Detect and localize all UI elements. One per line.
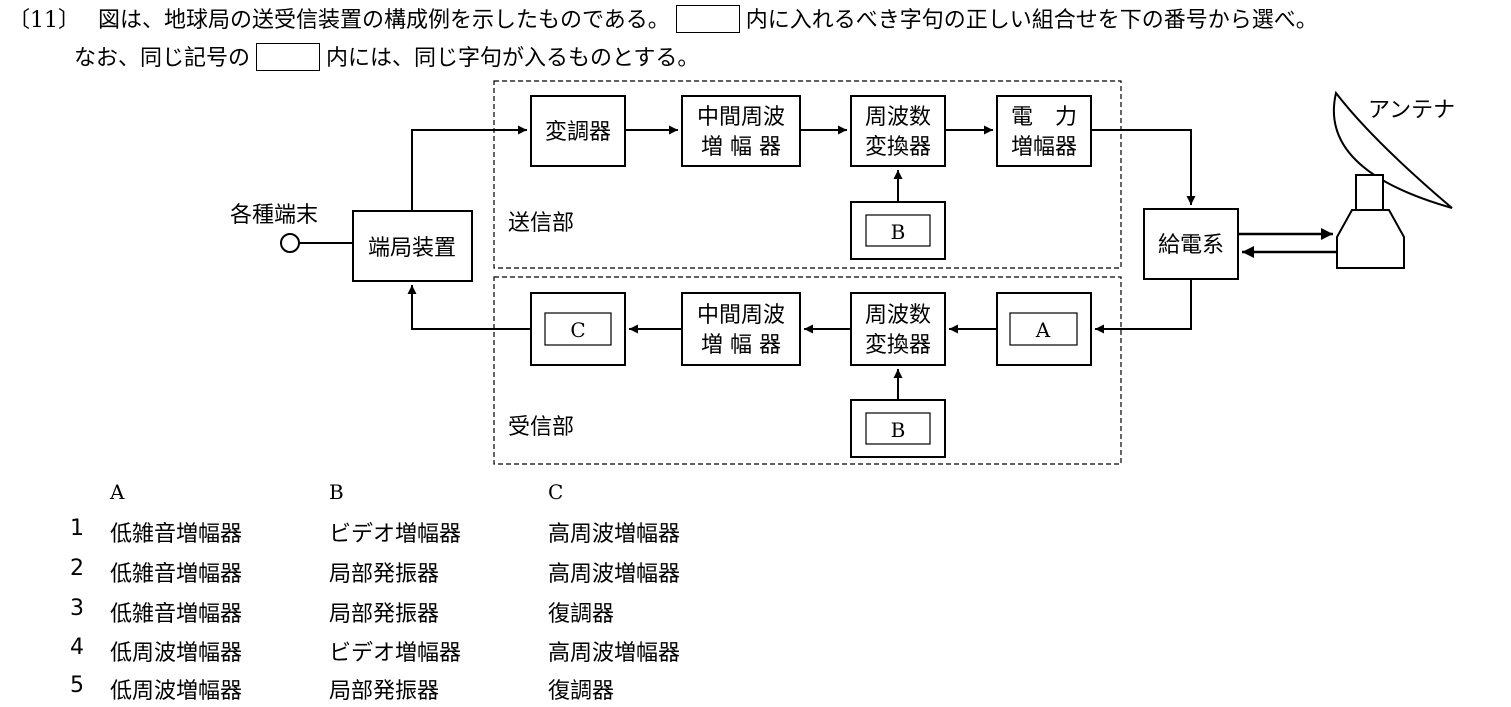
tx-box-b-label: B [891, 220, 906, 244]
rx-box-a-inner [1009, 312, 1078, 346]
rx-section-label: 受信部 [508, 415, 574, 440]
option-4-a: 低周波増幅器 [110, 641, 243, 666]
answer-blank [256, 43, 321, 71]
option-4-b: ビデオ増幅器 [329, 641, 462, 666]
tx-section-label: 送信部 [508, 211, 574, 236]
tx-if-amp-label-2: 増 幅 器 [701, 135, 781, 160]
feed-system-box [1143, 208, 1239, 280]
option-header-b: B [329, 480, 344, 504]
power-amp-label-1: 電 力 [1011, 105, 1077, 130]
option-3-c: 復調器 [548, 602, 615, 627]
rx-freq-conv-label-2: 変換器 [865, 333, 931, 358]
rx-box-c-inner [544, 312, 612, 346]
option-3-number: 3 [70, 596, 84, 621]
answer-blank [675, 5, 740, 33]
rx-if-amp-box [681, 292, 801, 366]
option-3-b: 局部発振器 [329, 602, 440, 627]
tx-freq-conv-label-2: 変換器 [865, 135, 931, 160]
rx-box-c-label: C [570, 318, 585, 342]
question-number: 〔11〕 [8, 8, 80, 33]
option-3-a: 低雑音増幅器 [110, 602, 243, 627]
rx-if-amp-label-2: 増 幅 器 [701, 333, 781, 358]
rx-box-b-label: B [891, 418, 906, 442]
terminal-label: 各種端末 [230, 203, 318, 228]
option-header-a: A [110, 480, 125, 504]
question-text-2b: 内には、同じ字句が入るものとする。 [326, 46, 700, 71]
option-5-a: 低周波増幅器 [110, 679, 243, 704]
block-diagram: 送信部 受信部 各種端末 端局装置 変調器 中間周波 増 幅 器 周波数 変換器… [230, 80, 1455, 465]
antenna-label: アンテナ [1368, 98, 1455, 123]
question-line-2: なお、同じ記号の 内には、同じ字句が入るものとする。 [74, 43, 700, 74]
option-1-c: 高周波増幅器 [548, 522, 681, 547]
option-1-number: 1 [70, 516, 84, 541]
tx-section-boundary [493, 80, 1122, 269]
power-amp-label-2: 増幅器 [1011, 135, 1077, 160]
modulator-label: 変調器 [545, 120, 611, 145]
option-2-number: 2 [70, 556, 84, 581]
option-5-number: 5 [70, 673, 84, 698]
tx-if-amp-label-1: 中間周波 [697, 105, 785, 130]
station-device-label: 端局装置 [368, 236, 456, 261]
option-1-a: 低雑音増幅器 [110, 522, 243, 547]
rx-if-amp-label-1: 中間周波 [697, 303, 785, 328]
tx-freq-conv-label-1: 周波数 [865, 105, 931, 130]
question-line-1: 〔11〕図は、地球局の送受信装置の構成例を示したものである。 内に入れるべき字句の… [8, 5, 1318, 36]
tx-box-b-inner [865, 214, 931, 247]
option-5-b: 局部発振器 [329, 679, 440, 704]
feed-system-label: 給電系 [1158, 233, 1224, 258]
rx-freq-conv-label-1: 周波数 [865, 303, 931, 328]
option-header-c: C [548, 480, 564, 504]
option-4-number: 4 [70, 635, 84, 660]
tx-if-amp-box [681, 95, 801, 167]
terminal-circle [280, 233, 300, 253]
question-text-1b: 内に入れるべき字句の正しい組合せを下の番号から選べ。 [745, 8, 1318, 33]
option-4-c: 高周波増幅器 [548, 641, 681, 666]
question-text-1a: 図は、地球局の送受信装置の構成例を示したものである。 [98, 8, 670, 33]
station-device-box [352, 210, 473, 282]
antenna-icon [1332, 90, 1453, 269]
option-1-b: ビデオ増幅器 [329, 522, 462, 547]
rx-freq-conv-box [850, 292, 946, 366]
rx-section-boundary [493, 276, 1122, 465]
option-2-a: 低雑音増幅器 [110, 562, 243, 587]
option-2-c: 高周波増幅器 [548, 562, 681, 587]
question-text-2a: なお、同じ記号の [74, 46, 251, 71]
option-2-b: 局部発振器 [329, 562, 440, 587]
rx-box-a-label: A [1035, 318, 1051, 342]
option-5-c: 復調器 [548, 679, 615, 704]
rx-box-b-inner [865, 412, 931, 445]
modulator-box [530, 95, 626, 167]
